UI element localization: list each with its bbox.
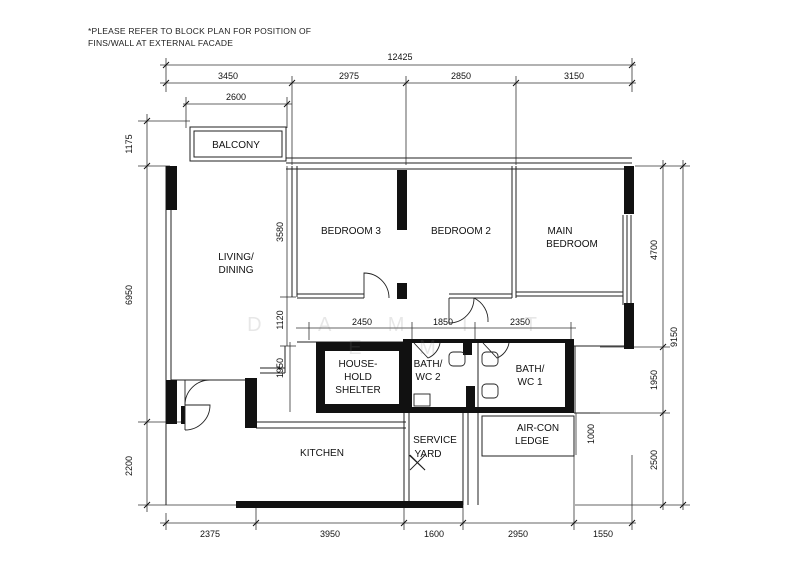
- label-service-1: SERVICE: [413, 435, 457, 446]
- label-bedroom-2: BEDROOM 2: [431, 226, 491, 237]
- note-line-1: *PLEASE REFER TO BLOCK PLAN FOR POSITION…: [88, 26, 312, 36]
- dim-bottom-5: 1550: [593, 529, 613, 539]
- dim-bottom-1: 2375: [200, 529, 220, 539]
- wc1-toilet-icon: [481, 351, 499, 367]
- dimension-ticks: [143, 61, 687, 527]
- dim-inner-3580: 3580: [275, 222, 285, 242]
- watermark: D A M I T E M: [247, 314, 563, 359]
- wall-outlines: [165, 126, 632, 506]
- dim-right-1: 4700: [649, 240, 659, 260]
- solid-walls: [166, 166, 634, 508]
- label-shelter-1: HOUSE-: [339, 359, 378, 370]
- label-main-2: BEDROOM: [546, 239, 598, 250]
- label-bath1-1: BATH/: [516, 364, 545, 375]
- dim-bottom-4: 2950: [508, 529, 528, 539]
- dim-top-4: 3150: [564, 71, 584, 81]
- dim-inner-2350: 2350: [510, 317, 530, 327]
- dim-bottom-2: 3950: [320, 529, 340, 539]
- label-service-2: YARD: [414, 449, 441, 460]
- label-balcony: BALCONY: [212, 140, 260, 151]
- label-aircon-2: LEDGE: [515, 436, 549, 447]
- dim-inner-1120: 1120: [275, 310, 285, 329]
- label-bedroom-3: BEDROOM 3: [321, 226, 381, 237]
- label-bath1-2: WC 1: [518, 377, 543, 388]
- label-bath2-1: BATH/: [414, 359, 443, 370]
- wc2-toilet-icon: [448, 351, 466, 367]
- dim-total: 12425: [387, 52, 412, 62]
- label-kitchen: KITCHEN: [300, 448, 344, 459]
- wc2-basin-icon: [413, 393, 431, 407]
- label-shelter-2: HOLD: [344, 372, 372, 383]
- dimension-lines: [138, 58, 690, 530]
- dim-right-3: 2500: [649, 450, 659, 470]
- dim-top-3: 2850: [451, 71, 471, 81]
- dim-left-3: 2200: [124, 456, 134, 476]
- dim-inner-1950: 1950: [275, 358, 285, 378]
- dim-right-total: 9150: [669, 327, 679, 347]
- dim-right-2: 1950: [649, 370, 659, 390]
- wc1-basin-icon: [481, 383, 499, 399]
- dim-inner-1850: 1850: [433, 317, 453, 327]
- label-main-1: MAIN: [548, 226, 573, 237]
- dim-left-2: 6950: [124, 285, 134, 305]
- dim-inner-2450: 2450: [352, 317, 372, 327]
- dim-top-1: 3450: [218, 71, 238, 81]
- label-bath2-2: WC 2: [416, 372, 441, 383]
- door-swings: [184, 272, 510, 471]
- label-aircon-1: AIR-CON: [517, 423, 559, 434]
- room-labels: BALCONY LIVING/ DINING BEDROOM 3 BEDROOM…: [212, 140, 598, 460]
- dim-left-1: 1175: [124, 134, 134, 153]
- dim-inner-1000: 1000: [586, 424, 596, 444]
- dim-balcony-width: 2600: [226, 92, 246, 102]
- plan-note: *PLEASE REFER TO BLOCK PLAN FOR POSITION…: [88, 25, 348, 49]
- label-living-2: DINING: [219, 265, 254, 276]
- dim-bottom-3: 1600: [424, 529, 444, 539]
- dimension-labels: 12425 3450 2975 2850 3150 2600 2375 3950…: [124, 52, 679, 539]
- dim-top-2: 2975: [339, 71, 359, 81]
- fixtures: [413, 351, 499, 407]
- label-living-1: LIVING/: [218, 252, 254, 263]
- label-shelter-3: SHELTER: [335, 385, 380, 396]
- note-line-2: FINS/WALL AT EXTERNAL FACADE: [88, 38, 234, 48]
